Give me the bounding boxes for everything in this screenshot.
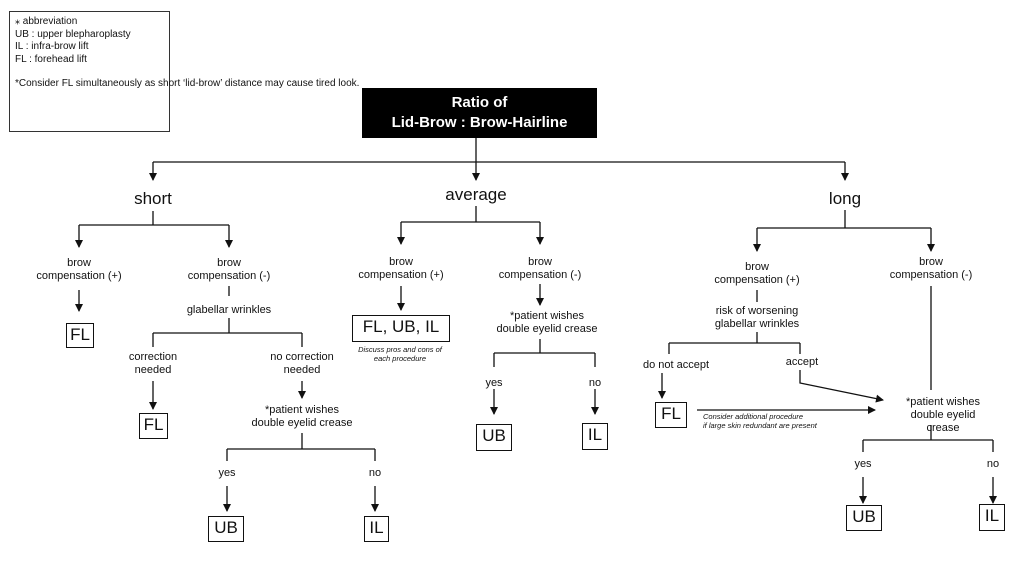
legend-fl: FL : forehead lift <box>15 53 87 65</box>
long-consider-note: Consider additional procedure if large s… <box>703 412 817 430</box>
average-fl-ub-il-box: FL, UB, IL <box>352 315 450 342</box>
short-yes-label: yes <box>218 467 236 479</box>
average-label: average <box>445 185 507 204</box>
title-line-2: Lid-Brow : Brow-Hairline <box>391 114 568 131</box>
average-discuss-note: Discuss pros and cons of each procedure <box>358 345 442 363</box>
connector-title-bus <box>153 138 845 163</box>
short-wishes-label: *patient wishes double eyelid crease <box>251 404 353 429</box>
long-do-not-accept-label: do not accept <box>642 359 710 371</box>
short-no-label: no <box>368 467 382 479</box>
title-box: Ratio of Lid-Brow : Brow-Hairline <box>362 88 597 138</box>
connector-short-split <box>79 211 229 226</box>
short-no-correction-label: no correction needed <box>270 351 334 376</box>
short-fl-box-2: FL <box>139 413 168 439</box>
connector-short-yes-no-split <box>226 433 376 461</box>
legend-ub: UB : upper blepharoplasty <box>15 28 131 40</box>
connector-long-accept-split <box>668 332 801 354</box>
short-comp-minus-label: brow compensation (-) <box>187 257 271 282</box>
long-il-box: IL <box>979 504 1005 531</box>
average-yes-label: yes <box>485 377 503 389</box>
average-il-box: IL <box>582 423 608 450</box>
connector-long-accept-to-wishes <box>799 370 884 403</box>
average-ub-box: UB <box>476 424 512 451</box>
long-yes-label: yes <box>854 458 872 470</box>
long-wishes-label: *patient wishes double eyelid crease <box>906 396 980 434</box>
short-fl-box: FL <box>66 323 94 348</box>
connector-short-correction-split <box>152 318 303 347</box>
long-risk-label: risk of worsening glabellar wrinkles <box>714 305 800 330</box>
long-fl-box: FL <box>655 402 687 428</box>
legend-il: IL : infra-brow lift <box>15 41 89 52</box>
average-comp-minus-label: brow compensation (-) <box>498 256 582 281</box>
connector-long-yes-no-split <box>862 425 994 452</box>
short-glabellar-label: glabellar wrinkles <box>186 304 272 316</box>
short-ub-box: UB <box>208 516 244 542</box>
average-no-label: no <box>588 377 602 389</box>
title-line-1: Ratio of <box>451 94 508 111</box>
long-ub-box: UB <box>846 505 882 531</box>
long-no-label: no <box>986 458 1000 470</box>
short-correction-needed-label: correction needed <box>128 351 178 376</box>
legend-note: *Consider FL simultaneously as short ‘li… <box>15 78 360 89</box>
connector-long-split <box>757 210 931 229</box>
average-wishes-label: *patient wishes double eyelid crease <box>496 310 598 335</box>
average-comp-plus-label: brow compensation (+) <box>358 256 444 281</box>
long-comp-minus-label: brow compensation (-) <box>889 256 973 281</box>
long-comp-plus-label: brow compensation (+) <box>714 261 800 286</box>
legend-header: ⁎ abbreviation <box>15 16 78 27</box>
short-label: short <box>134 189 172 208</box>
abbreviation-legend: ⁎ abbreviation UB : upper blepharoplasty… <box>9 11 360 132</box>
short-il-box: IL <box>364 516 389 542</box>
short-comp-plus-label: brow compensation (+) <box>36 257 122 282</box>
connector-average-yes-no-split <box>493 339 596 367</box>
long-accept-label: accept <box>785 356 819 368</box>
long-label: long <box>828 189 862 208</box>
connector-average-split <box>401 206 540 223</box>
